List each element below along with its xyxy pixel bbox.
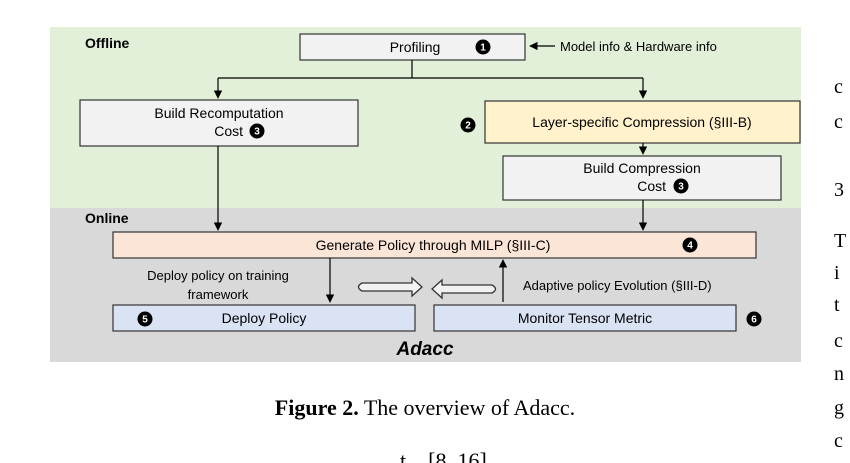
step-6-badge: 6: [746, 311, 762, 327]
bottom-text-fragment: t... [8, 16]: [400, 448, 487, 463]
side-letter-2: c: [834, 111, 843, 133]
online-label: Online: [85, 210, 129, 226]
step-3b-badge: 3: [673, 178, 689, 194]
caption-label: Figure 2.: [275, 395, 359, 420]
adaptive-annotation: Adaptive policy Evolution (§III-D): [523, 278, 712, 293]
offline-label: Offline: [85, 35, 130, 51]
monitor-metric-box: [433, 304, 737, 332]
compression-cost-box: [502, 155, 782, 201]
step-3a-badge: 3: [249, 123, 265, 139]
figure-caption: Figure 2. The overview of Adacc.: [275, 395, 575, 420]
deploy-policy-label: Deploy Policy: [222, 310, 307, 326]
step-5-badge: 5: [137, 311, 153, 327]
side-letter-4: T: [834, 230, 846, 252]
step-1-badge: 1: [475, 39, 491, 55]
generate-policy-label: Generate Policy through MILP (§III-C): [316, 237, 551, 253]
caption-text: The overview of Adacc.: [359, 395, 575, 420]
deploy-policy-box: [112, 304, 416, 332]
side-letter-8: n: [834, 363, 844, 385]
svg-text:1: 1: [480, 43, 486, 54]
model-info-label: Model info & Hardware info: [560, 39, 717, 54]
svg-text:6: 6: [751, 315, 757, 326]
recomputation-cost-box: [79, 99, 359, 147]
compression-cost-line2: Cost: [637, 178, 666, 194]
svg-text:3: 3: [254, 127, 260, 138]
svg-text:5: 5: [142, 315, 148, 326]
recomputation-line2: Cost: [214, 123, 243, 139]
step-4-badge: 4: [682, 237, 698, 253]
deploy-annotation-line2: framework: [188, 287, 249, 302]
side-letter-6: t: [834, 294, 840, 316]
side-letter-5: i: [834, 262, 840, 284]
monitor-metric-label: Monitor Tensor Metric: [518, 310, 652, 326]
side-letter-3: 3: [834, 179, 844, 201]
cycle-icon: [357, 276, 497, 300]
step-2-badge: 2: [460, 117, 476, 133]
generate-policy-box: [112, 231, 757, 259]
profiling-label: Profiling: [390, 39, 441, 55]
svg-text:2: 2: [465, 121, 471, 132]
side-letter-9: g: [834, 397, 844, 419]
layer-compression-label: Layer-specific Compression (§III-B): [532, 114, 751, 130]
adacc-brand: Adacc: [395, 339, 453, 360]
recomputation-line1: Build Recomputation: [154, 105, 283, 121]
side-letter-7: c: [834, 330, 843, 352]
compression-cost-line1: Build Compression: [583, 160, 701, 176]
svg-text:3: 3: [678, 182, 684, 193]
side-letter-1: c: [834, 76, 843, 98]
svg-text:4: 4: [687, 241, 693, 252]
deploy-annotation-line1: Deploy policy on training: [147, 268, 289, 283]
side-letter-10: c: [834, 430, 843, 452]
